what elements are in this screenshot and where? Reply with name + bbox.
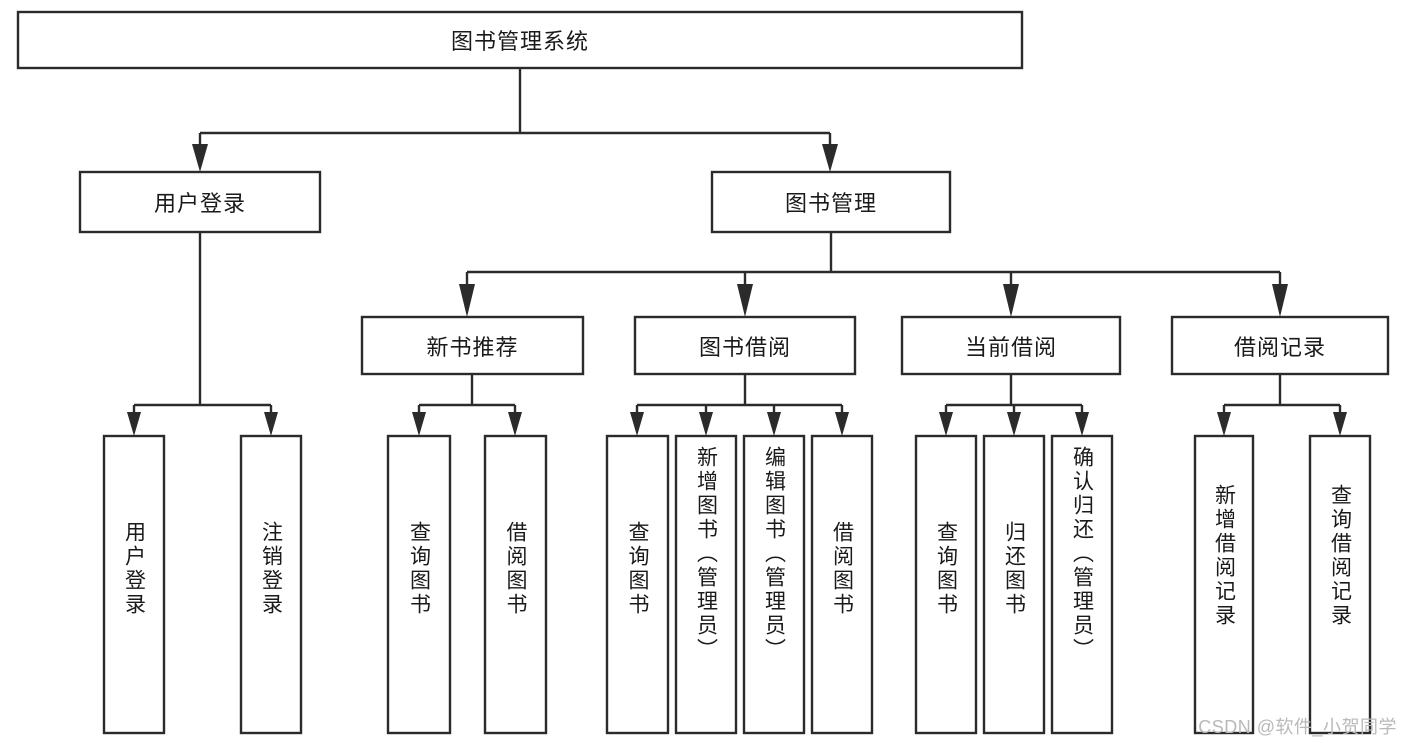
- arrow-head-leaf-return-book: [1007, 412, 1021, 436]
- node-box-leaf-borrow-book-1[interactable]: [483, 434, 548, 735]
- node-box-user-login[interactable]: [78, 170, 322, 234]
- arrow-head-leaf-add-book: [699, 412, 713, 436]
- node-box-leaf-add-book[interactable]: [674, 434, 738, 735]
- node-box-borrow-record[interactable]: [1170, 315, 1390, 376]
- arrow-head-leaf-add-record: [1217, 412, 1231, 436]
- node-box-book-borrow[interactable]: [633, 315, 857, 376]
- node-box-leaf-query-book-1[interactable]: [386, 434, 452, 735]
- connector-current-borrow-to-leaves: [939, 374, 1089, 436]
- arrow-head-book-borrow: [737, 284, 753, 317]
- node-box-book-manage[interactable]: [710, 170, 952, 234]
- connector-user-login-to-leaves: [127, 232, 278, 436]
- arrow-head-current-borrow: [1003, 284, 1019, 317]
- arrow-head-leaf-user-login: [127, 412, 141, 436]
- node-box-leaf-edit-book[interactable]: [742, 434, 806, 735]
- arrow-head-leaf-borrow-book-1: [508, 412, 522, 436]
- connector-book-borrow-to-leaves: [630, 374, 849, 436]
- arrow-head-leaf-query-book-3: [939, 412, 953, 436]
- node-box-leaf-query-book-3[interactable]: [914, 434, 978, 735]
- connector-root-to-level1: [192, 68, 838, 172]
- node-box-new-book-recommend[interactable]: [360, 315, 585, 376]
- node-box-leaf-add-record[interactable]: [1193, 434, 1255, 735]
- arrow-head-leaf-query-book-2: [630, 412, 644, 436]
- arrow-head-book-manage: [822, 144, 838, 172]
- node-box-leaf-user-login[interactable]: [102, 434, 166, 735]
- node-box-root[interactable]: [16, 10, 1024, 70]
- node-box-leaf-logout-login[interactable]: [239, 434, 303, 735]
- node-box-leaf-borrow-book-2[interactable]: [810, 434, 874, 735]
- node-box-leaf-query-book-2[interactable]: [605, 434, 670, 735]
- connector-book-manage-to-level2: [459, 232, 1288, 317]
- node-box-leaf-query-record[interactable]: [1308, 434, 1372, 735]
- connector-new-book-recommend-to-leaves: [412, 374, 522, 436]
- arrow-head-user-login: [192, 144, 208, 172]
- node-box-current-borrow[interactable]: [900, 315, 1122, 376]
- arrow-head-borrow-record: [1272, 284, 1288, 317]
- arrow-head-leaf-logout-login: [264, 412, 278, 436]
- arrow-head-leaf-query-book-1: [412, 412, 426, 436]
- connector-borrow-record-to-leaves: [1217, 374, 1347, 436]
- arrow-head-new-book-recommend: [459, 284, 475, 317]
- arrow-head-leaf-query-record: [1333, 412, 1347, 436]
- node-box-leaf-confirm-return[interactable]: [1050, 434, 1114, 735]
- arrow-head-leaf-borrow-book-2: [835, 412, 849, 436]
- arrow-head-leaf-confirm-return: [1075, 412, 1089, 436]
- arrow-head-leaf-edit-book: [767, 412, 781, 436]
- node-box-leaf-return-book[interactable]: [982, 434, 1046, 735]
